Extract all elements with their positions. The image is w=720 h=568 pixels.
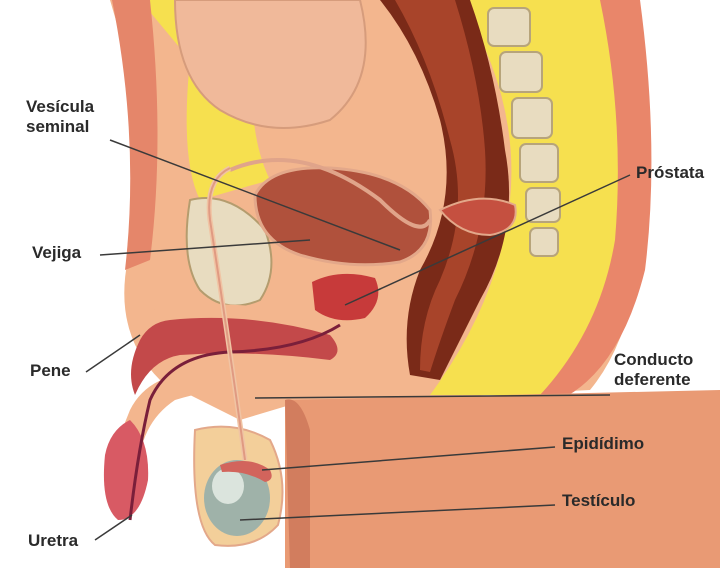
leader-uretra [95,515,132,540]
label-conducto-line1: Conducto [614,350,693,370]
label-pene: Pene [30,361,71,381]
label-uretra: Uretra [28,531,78,551]
testis-highlight [212,468,244,504]
label-prostata: Próstata [636,163,704,183]
label-vesicula-line1: Vesícula [26,97,94,117]
label-conducto-line2: deferente [614,370,693,390]
base-tissue [285,390,720,568]
label-conducto-deferente: Conducto deferente [614,350,693,390]
abdominal-wall [112,0,158,270]
label-vejiga: Vejiga [32,243,81,263]
label-vesicula-line2: seminal [26,117,94,137]
label-vesicula-seminal: Vesícula seminal [26,97,94,137]
label-epididimo: Epidídimo [562,434,644,454]
prostate [312,274,378,320]
label-testiculo: Testículo [562,491,635,511]
